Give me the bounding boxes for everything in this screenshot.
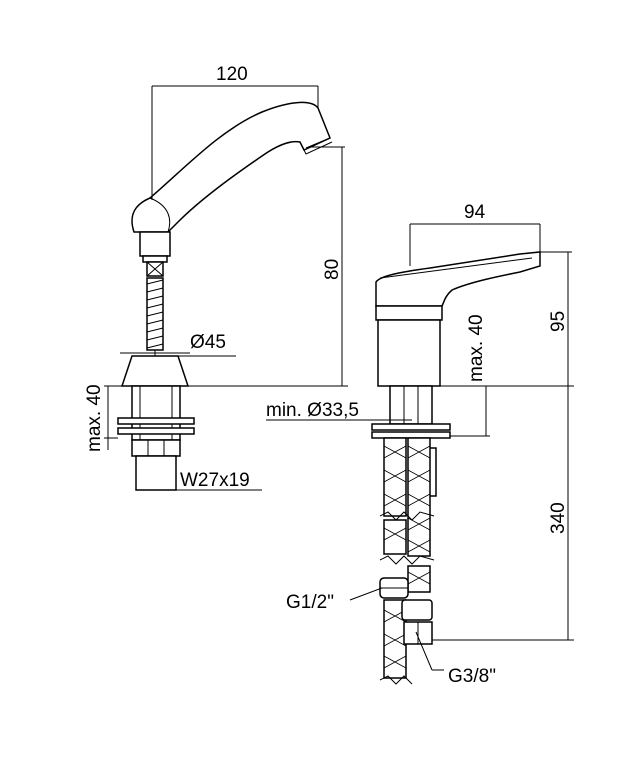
spout-collar [139, 231, 171, 257]
mixer-min-hole-label: min. Ø33,5 [266, 400, 359, 421]
spout-width-label: 120 [216, 64, 248, 85]
mixer-assembly [371, 251, 541, 685]
mixer-height-label: 95 [548, 311, 569, 332]
spout-assembly [117, 101, 333, 491]
mixer-lever [375, 251, 541, 307]
spout-base-diameter-label: Ø45 [190, 332, 226, 353]
spout-base-cone [120, 355, 190, 387]
mixer-dimensions [266, 223, 574, 671]
mixer-body [375, 305, 443, 321]
spout-body [131, 101, 331, 233]
mixer-counter-plate [371, 423, 451, 431]
mixer-hose-thread-label: G3/8" [448, 666, 496, 687]
mixer-max-thickness-label: max. 40 [466, 314, 487, 382]
hose-fitting [401, 599, 433, 621]
spout-dimensions [104, 85, 348, 491]
mixer-inlet-thread-label: G1/2" [286, 592, 334, 613]
counter-plate [117, 417, 195, 425]
bottom-nut [131, 439, 181, 457]
mixer-hose-length-label: 340 [548, 502, 569, 534]
spout-max-thickness-label: max. 40 [84, 384, 105, 452]
mixer-mounting [389, 385, 433, 425]
flexible-hoses [379, 437, 435, 685]
mixer-width-label: 94 [464, 202, 486, 223]
spout-thread-label: W27x19 [180, 470, 250, 491]
spout-height-label: 80 [322, 259, 343, 280]
threaded-stem [146, 277, 164, 356]
thread-connector [135, 455, 177, 491]
